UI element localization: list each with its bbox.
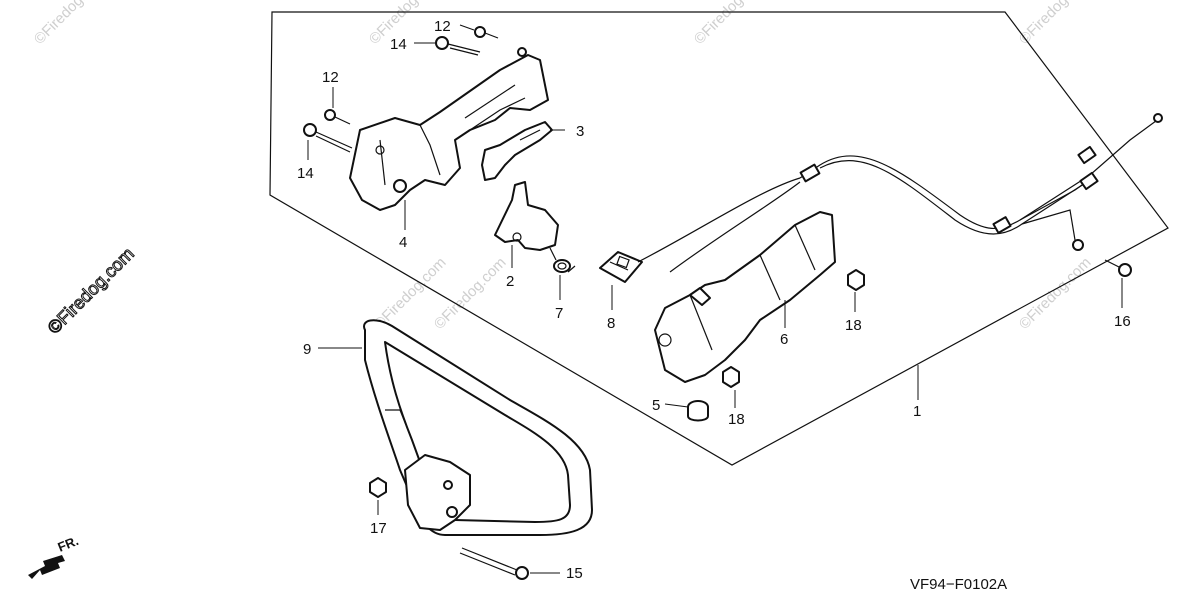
- callout-12-left: 12: [322, 69, 339, 86]
- callout-16: 16: [1114, 313, 1131, 330]
- callout-9: 9: [303, 341, 311, 358]
- screw-12-upper: [474, 26, 499, 39]
- callout-5: 5: [652, 397, 660, 414]
- throttle-lever: [494, 181, 559, 251]
- screw-12-left: [324, 109, 351, 125]
- diagram-code: VF94−F0102A: [910, 576, 1007, 593]
- torsion-spring: [549, 247, 576, 273]
- assembly-boundary: [269, 11, 1169, 466]
- nut-18-lower: [722, 366, 740, 388]
- callout-17: 17: [370, 520, 387, 537]
- watermark-stamp: ©Firedog.com: [1016, 0, 1095, 48]
- callout-2: 2: [506, 273, 514, 290]
- callout-labels: 12 14 12 14 4 3 2 7 8 6 18 16 1 5 18 9 1…: [297, 18, 1131, 582]
- callout-18-lower: 18: [728, 411, 745, 428]
- watermark-stamp: ©Firedog.com: [691, 0, 770, 48]
- callout-12-upper: 12: [434, 18, 451, 35]
- callout-1: 1: [913, 403, 921, 420]
- watermarks: ©Firedog.com ©Firedog.com ©Firedog.com ©…: [31, 0, 1095, 333]
- callout-4: 4: [399, 234, 407, 251]
- bolt-14-upper: [435, 36, 481, 56]
- wiring-harness: [637, 113, 1163, 273]
- callout-6: 6: [780, 331, 788, 348]
- callout-14-upper: 14: [390, 36, 407, 53]
- callout-8: 8: [607, 315, 615, 332]
- front-arrow-icon: [28, 555, 65, 579]
- callout-18-upper: 18: [845, 317, 862, 334]
- lower-handle-housing: [654, 211, 836, 383]
- callout-3: 3: [576, 123, 584, 140]
- nut-18-upper: [847, 269, 865, 291]
- bolt-14-left: [303, 123, 353, 153]
- upper-handle-housing: [349, 47, 549, 211]
- watermark-stamp: ©Firedog.com: [31, 0, 110, 48]
- front-marker-label: FR.: [56, 533, 81, 555]
- trigger-lever: [481, 121, 553, 181]
- leader-lines: [307, 24, 1123, 574]
- callout-7: 7: [555, 305, 563, 322]
- stop-switch: [599, 251, 643, 283]
- callout-14-left: 14: [297, 165, 314, 182]
- front-direction-marker: FR.: [28, 533, 81, 579]
- watermark-stamp: ©Firedog.com: [1016, 254, 1095, 333]
- bolt-15: [459, 547, 529, 580]
- loop-handle: [363, 319, 593, 536]
- brand-watermark: ©Firedog.com: [44, 244, 138, 338]
- nut-17: [369, 477, 387, 498]
- screw-16: [1104, 259, 1132, 277]
- callout-15: 15: [566, 565, 583, 582]
- grommet-5: [687, 400, 709, 422]
